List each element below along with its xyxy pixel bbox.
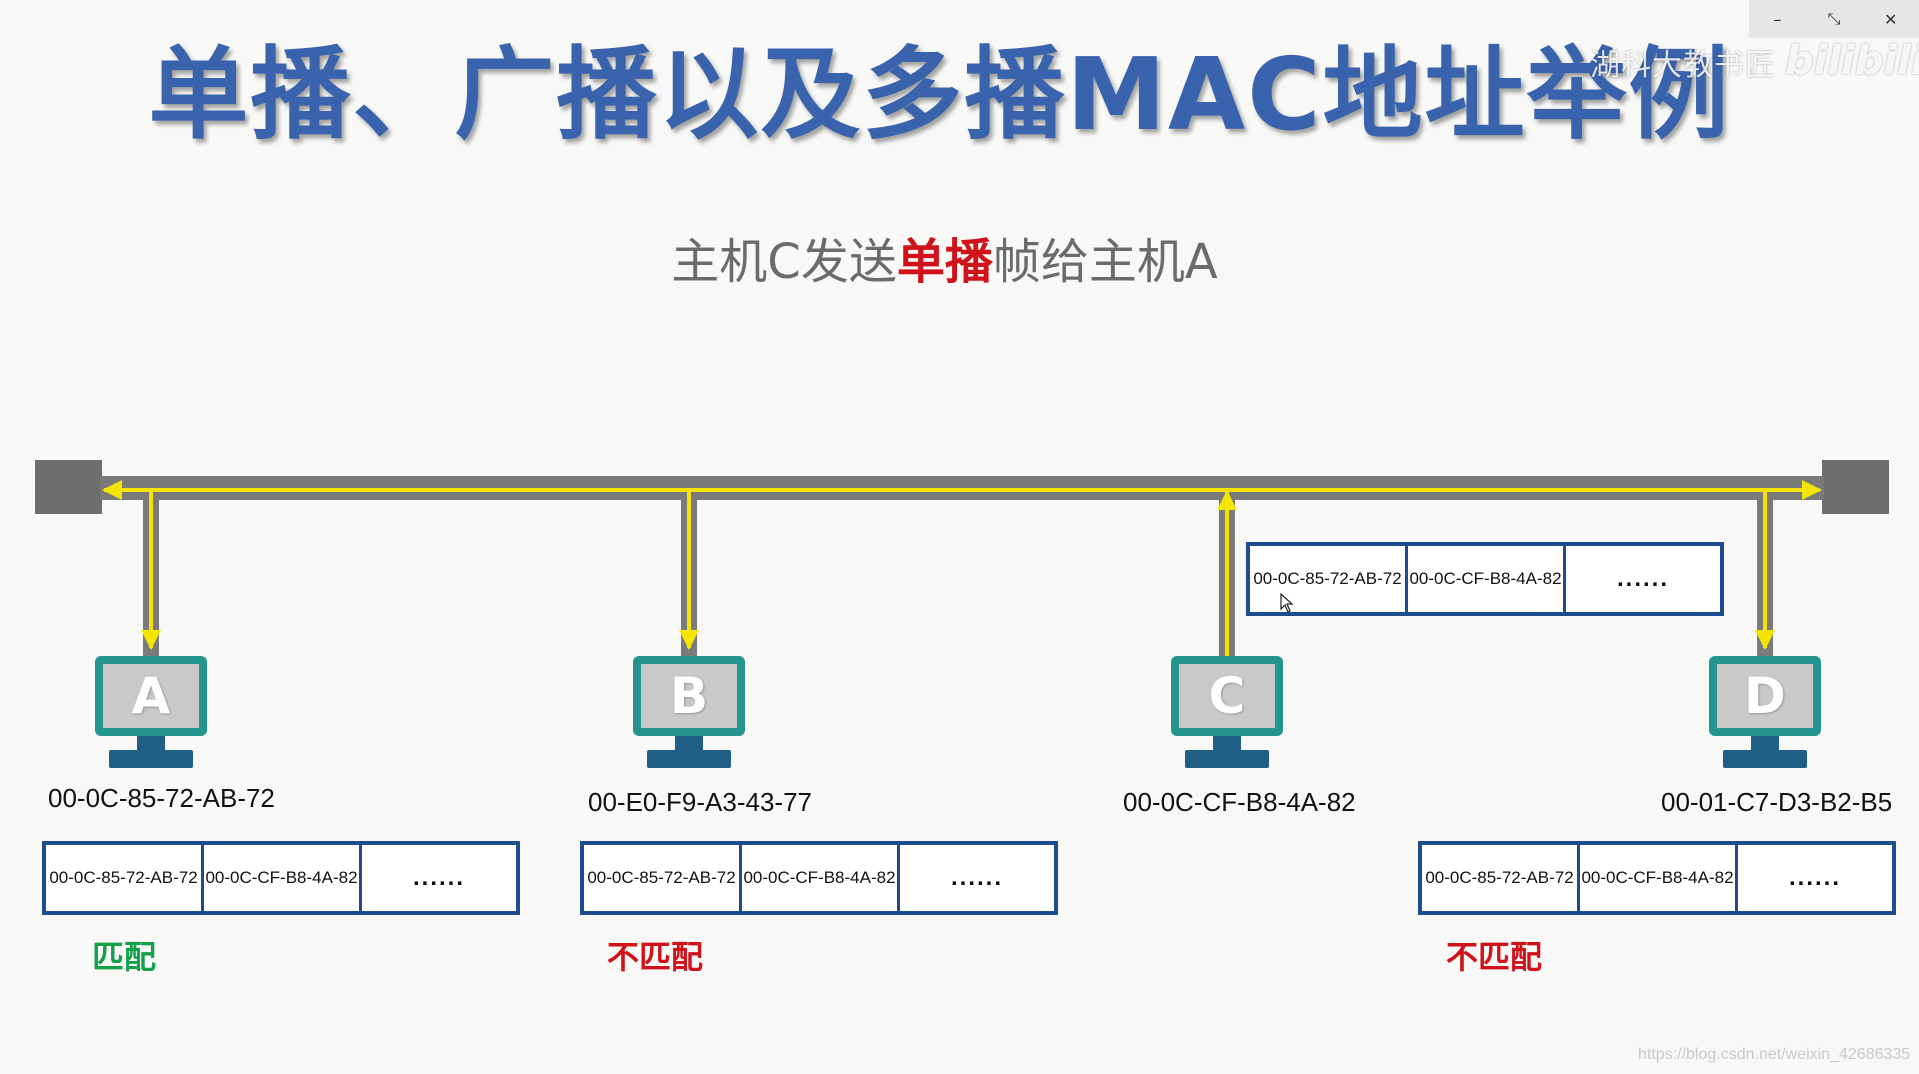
host-b-letter: B xyxy=(641,664,737,728)
host-a-icon: A xyxy=(95,656,207,774)
received-frame-b: 00-0C-85-72-AB-72 00-0C-CF-B8-4A-82 ....… xyxy=(580,841,1058,915)
frame-src-mac: 00-0C-CF-B8-4A-82 xyxy=(204,845,362,911)
frame-payload: ...... xyxy=(1616,565,1669,592)
monitor-neck xyxy=(1213,736,1241,750)
host-c-icon: C xyxy=(1171,656,1283,774)
mouse-cursor-icon xyxy=(1280,593,1294,613)
monitor-screen: C xyxy=(1171,656,1283,736)
minimize-button[interactable]: – xyxy=(1773,9,1782,29)
received-frame-a: 00-0C-85-72-AB-72 00-0C-CF-B8-4A-82 ....… xyxy=(42,841,520,915)
result-d-nomatch: 不匹配 xyxy=(1446,938,1543,976)
bus-terminator-right xyxy=(1822,460,1889,514)
frame-dst-mac: 00-0C-85-72-AB-72 xyxy=(1250,546,1408,612)
monitor-neck xyxy=(675,736,703,750)
frame-dst-mac: 00-0C-85-72-AB-72 xyxy=(1422,845,1580,911)
frame-payload: ...... xyxy=(412,864,465,891)
window-controls: – ⤡ ✕ xyxy=(1749,0,1919,38)
monitor-base xyxy=(647,750,731,768)
monitor-base xyxy=(1185,750,1269,768)
host-d-letter: D xyxy=(1717,664,1813,728)
footer-watermark: https://blog.csdn.net/weixin_42686335 xyxy=(1638,1046,1911,1063)
host-c-letter: C xyxy=(1179,664,1275,728)
host-c-mac: 00-0C-CF-B8-4A-82 xyxy=(1123,787,1356,817)
close-button[interactable]: ✕ xyxy=(1883,9,1898,29)
result-a-match: 匹配 xyxy=(92,938,157,976)
monitor-screen: A xyxy=(95,656,207,736)
frame-payload: ...... xyxy=(1788,864,1841,891)
monitor-neck xyxy=(1751,736,1779,750)
frame-dst-mac: 00-0C-85-72-AB-72 xyxy=(46,845,204,911)
sent-frame: 00-0C-85-72-AB-72 00-0C-CF-B8-4A-82 ....… xyxy=(1246,542,1724,616)
monitor-screen: B xyxy=(633,656,745,736)
subtitle-before: 主机C发送 xyxy=(671,234,897,290)
frame-src-mac: 00-0C-CF-B8-4A-82 xyxy=(1408,546,1566,612)
monitor-neck xyxy=(137,736,165,750)
page-title: 单播、广播以及多播MAC地址举例 xyxy=(148,36,1731,153)
frame-src-mac: 00-0C-CF-B8-4A-82 xyxy=(1580,845,1738,911)
frame-dst-mac: 00-0C-85-72-AB-72 xyxy=(584,845,742,911)
host-b-icon: B xyxy=(633,656,745,774)
monitor-screen: D xyxy=(1709,656,1821,736)
subtitle-highlight: 单播 xyxy=(896,234,993,290)
result-b-nomatch: 不匹配 xyxy=(607,938,704,976)
host-d-mac: 00-01-C7-D3-B2-B5 xyxy=(1661,787,1893,817)
diagram-subtitle: 主机C发送单播帧给主机A xyxy=(0,222,1919,292)
host-a-mac: 00-0C-85-72-AB-72 xyxy=(48,783,275,813)
bus-terminator-left xyxy=(35,460,102,514)
frame-src-mac: 00-0C-CF-B8-4A-82 xyxy=(742,845,900,911)
received-frame-d: 00-0C-85-72-AB-72 00-0C-CF-B8-4A-82 ....… xyxy=(1418,841,1896,915)
host-d-icon: D xyxy=(1709,656,1821,774)
host-a-letter: A xyxy=(103,664,199,728)
bilibili-logo: bilibili xyxy=(1785,38,1919,84)
host-b-mac: 00-E0-F9-A3-43-77 xyxy=(588,787,812,817)
monitor-base xyxy=(1723,750,1807,768)
monitor-base xyxy=(109,750,193,768)
restore-button[interactable]: ⤡ xyxy=(1827,9,1841,28)
frame-payload: ...... xyxy=(950,864,1003,891)
channel-watermark: 湖科大教书匠 xyxy=(1590,48,1776,83)
subtitle-after: 帧给主机A xyxy=(992,234,1218,290)
